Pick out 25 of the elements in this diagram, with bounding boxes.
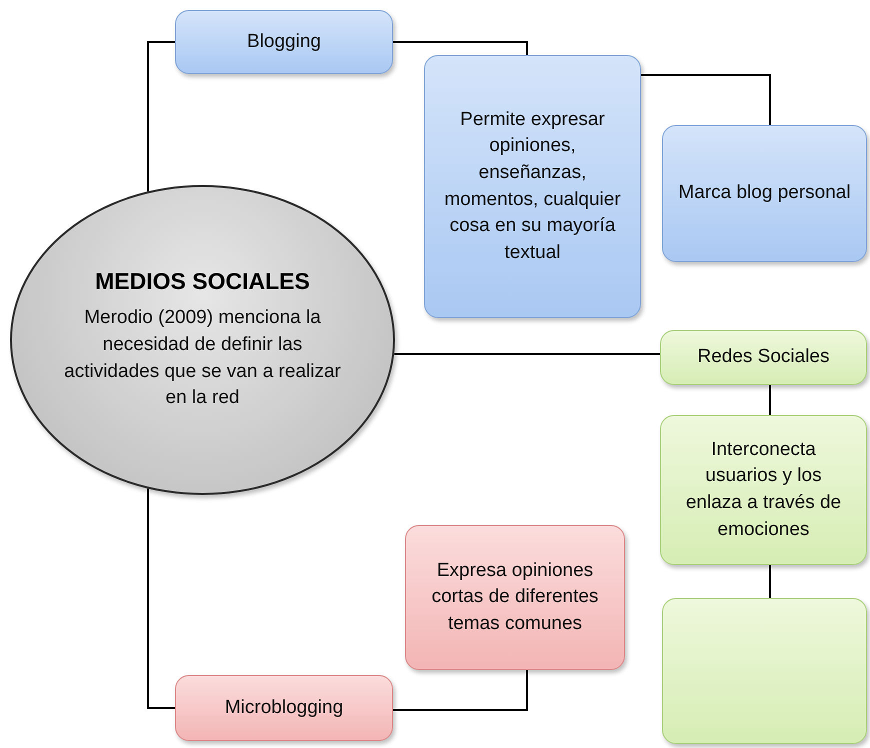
box-text: Permite expresar opiniones, enseñanzas, momentos, cualquier cosa en su mayoría textual xyxy=(443,108,622,265)
box-text: Marca blog personal xyxy=(678,181,851,206)
connector-line xyxy=(147,488,175,709)
rounded-box xyxy=(175,10,393,74)
connector-line xyxy=(394,353,660,355)
connector-line xyxy=(769,385,771,415)
rounded-box xyxy=(405,525,625,670)
connector-line xyxy=(393,41,528,55)
box-text: Merodio (2009) menciona la necesidad de definir las actividades que se van a realizar en la red xyxy=(63,306,342,410)
box-text: Microblogging xyxy=(224,696,344,720)
box-text: Expresa opiniones cortas de diferentes temas comunes xyxy=(430,558,600,636)
rounded-box xyxy=(175,675,393,741)
heading: MEDIOS SOCIALES xyxy=(95,268,310,296)
connector-line xyxy=(641,74,771,125)
rounded-box xyxy=(662,125,867,262)
connector-line xyxy=(147,41,175,192)
box-text: Interconecta usuarios y los enlaza a través de emociones xyxy=(684,438,842,542)
connector-line xyxy=(393,670,528,711)
rounded-box xyxy=(424,55,641,318)
rounded-box xyxy=(660,330,867,385)
box-text: Redes Sociales xyxy=(697,345,830,370)
rounded-box xyxy=(660,415,867,565)
box-text: Blogging xyxy=(247,30,321,54)
empty-box xyxy=(662,598,867,744)
connector-line xyxy=(769,565,771,598)
